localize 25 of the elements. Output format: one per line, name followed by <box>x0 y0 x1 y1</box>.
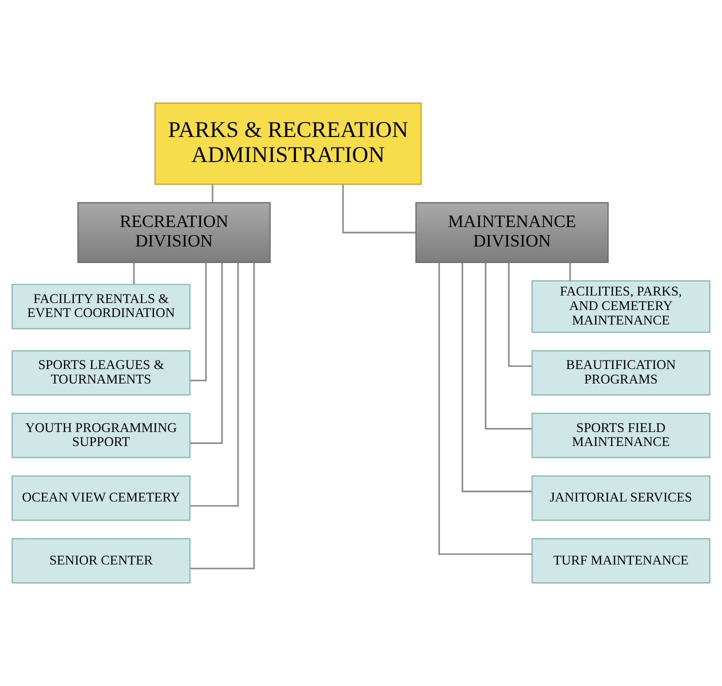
connector <box>508 262 532 367</box>
node-box: OCEAN VIEW CEMETERY <box>12 475 191 521</box>
connector <box>462 262 532 492</box>
connector <box>342 184 416 234</box>
connector <box>133 262 135 284</box>
node-box: SPORTS LEAGUES & TOURNAMENTS <box>12 350 191 396</box>
node-box: FACILITIES, PARKS, AND CEMETERY MAINTENANCE <box>531 280 710 333</box>
node-box: MAINTENANCE DIVISION <box>415 202 609 263</box>
node-box: SPORTS FIELD MAINTENANCE <box>531 412 710 458</box>
node-box: JANITORIAL SERVICES <box>531 475 710 521</box>
connector <box>484 262 532 430</box>
connector <box>190 262 223 444</box>
connector <box>438 262 532 555</box>
connector <box>212 184 214 203</box>
connector <box>190 262 255 570</box>
node-box: BEAUTIFICATION PROGRAMS <box>531 350 710 396</box>
node-box: SENIOR CENTER <box>12 538 191 584</box>
node-box: RECREATION DIVISION <box>77 202 271 263</box>
node-box: YOUTH PROGRAMMING SUPPORT <box>12 412 191 458</box>
node-box: TURF MAINTENANCE <box>531 538 710 584</box>
connector <box>569 262 571 280</box>
connector <box>190 262 207 382</box>
node-box: PARKS & RECREATION ADMINISTRATION <box>154 102 422 185</box>
connector <box>190 262 239 507</box>
node-box: FACILITY RENTALS & EVENT COORDINATION <box>12 284 191 330</box>
